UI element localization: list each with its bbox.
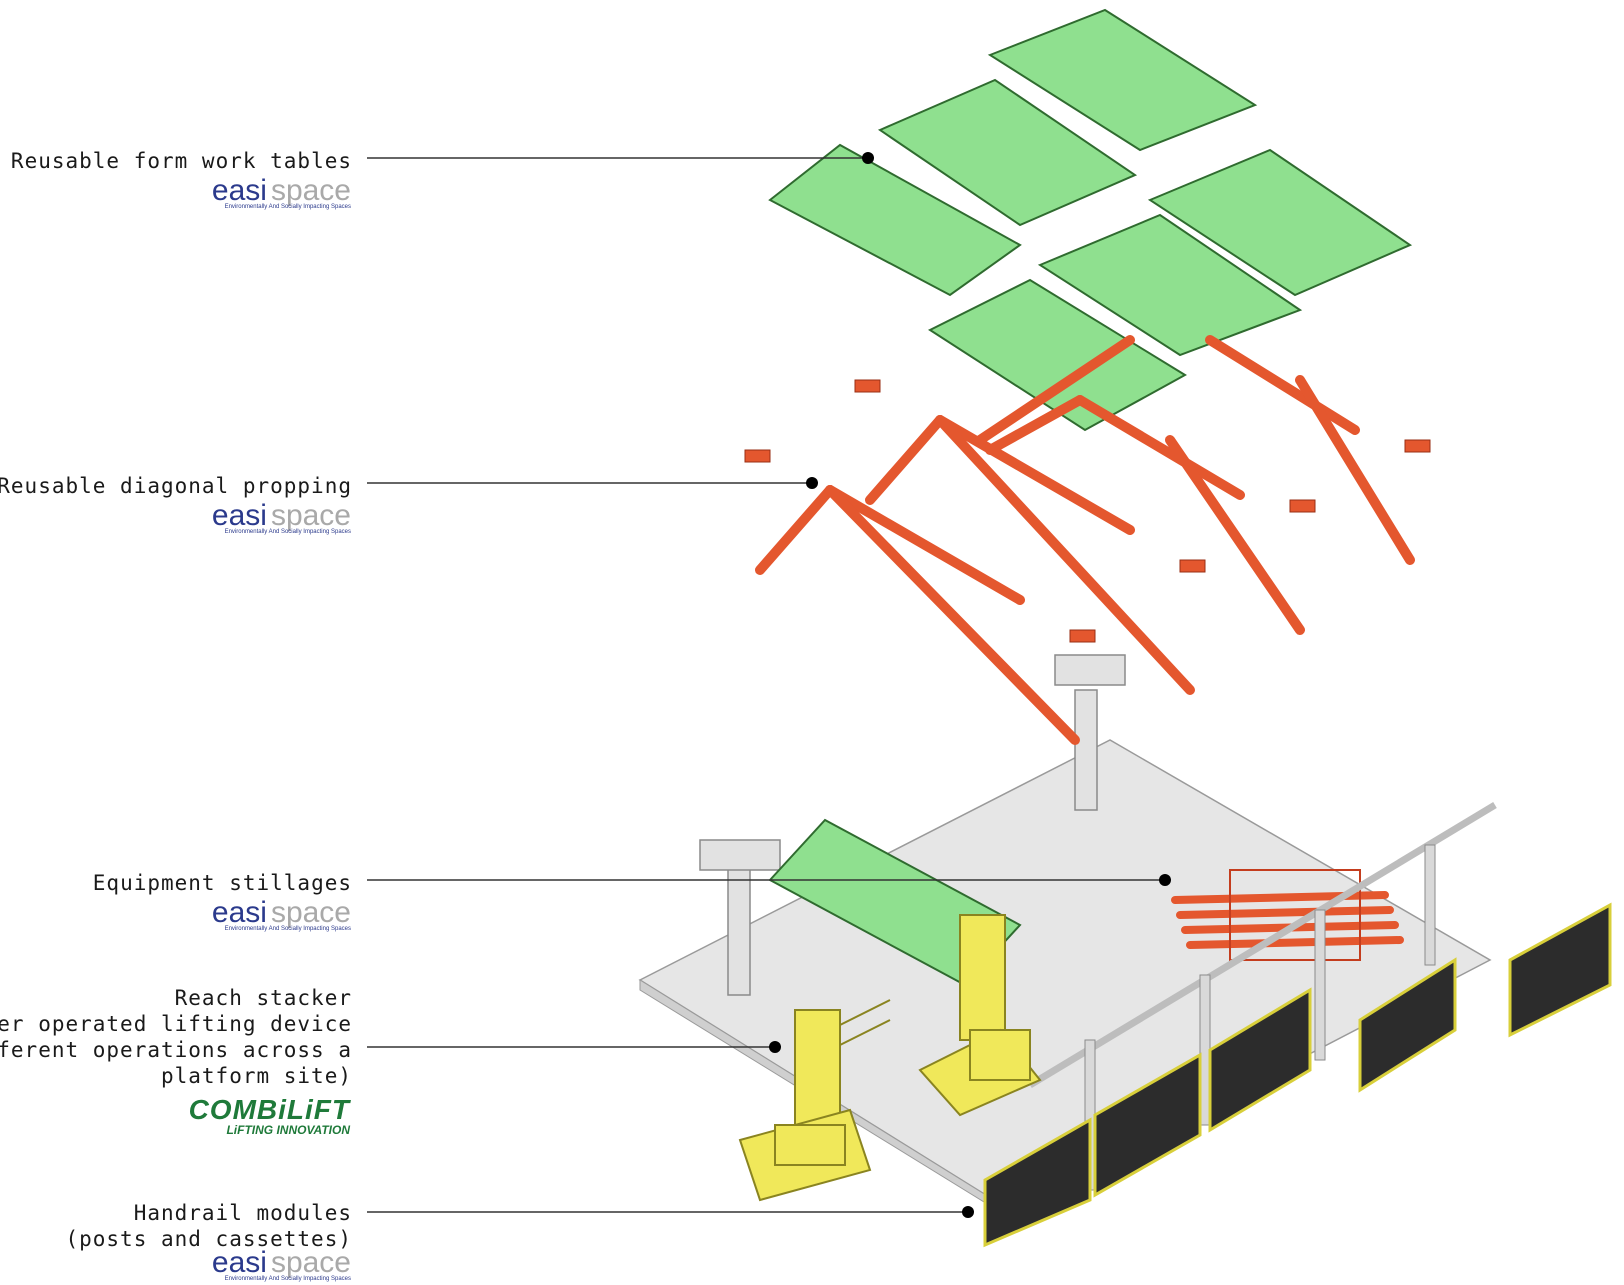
leader-lines (367, 157, 1165, 1213)
label-formwork-tables: Reusable form work tables (10, 149, 352, 173)
combilift-logo: COMBiLiFT LiFTING INNOVATION (188, 1094, 350, 1137)
leader-dots (769, 152, 1171, 1218)
label-handrail-modules: Handrail modules (posts and cassettes) (65, 1201, 352, 1251)
handrail-modules (983, 802, 1612, 1248)
reach-stacker-2 (918, 914, 1042, 1117)
label-reach-stacker: Reach stacker ker operated lifting devic… (0, 986, 352, 1088)
deck-columns (699, 654, 1126, 996)
reach-stacker-1 (738, 999, 891, 1202)
deck-formwork-table (768, 818, 1022, 987)
label-diagonal-propping: Reusable diagonal propping (0, 474, 352, 498)
stillage-frame (1229, 869, 1361, 961)
prop-brackets (744, 379, 1431, 643)
formwork-tables (768, 8, 1413, 432)
label-equipment-stillages: Equipment stillages (92, 871, 352, 895)
diagonal-propping (755, 335, 1415, 745)
